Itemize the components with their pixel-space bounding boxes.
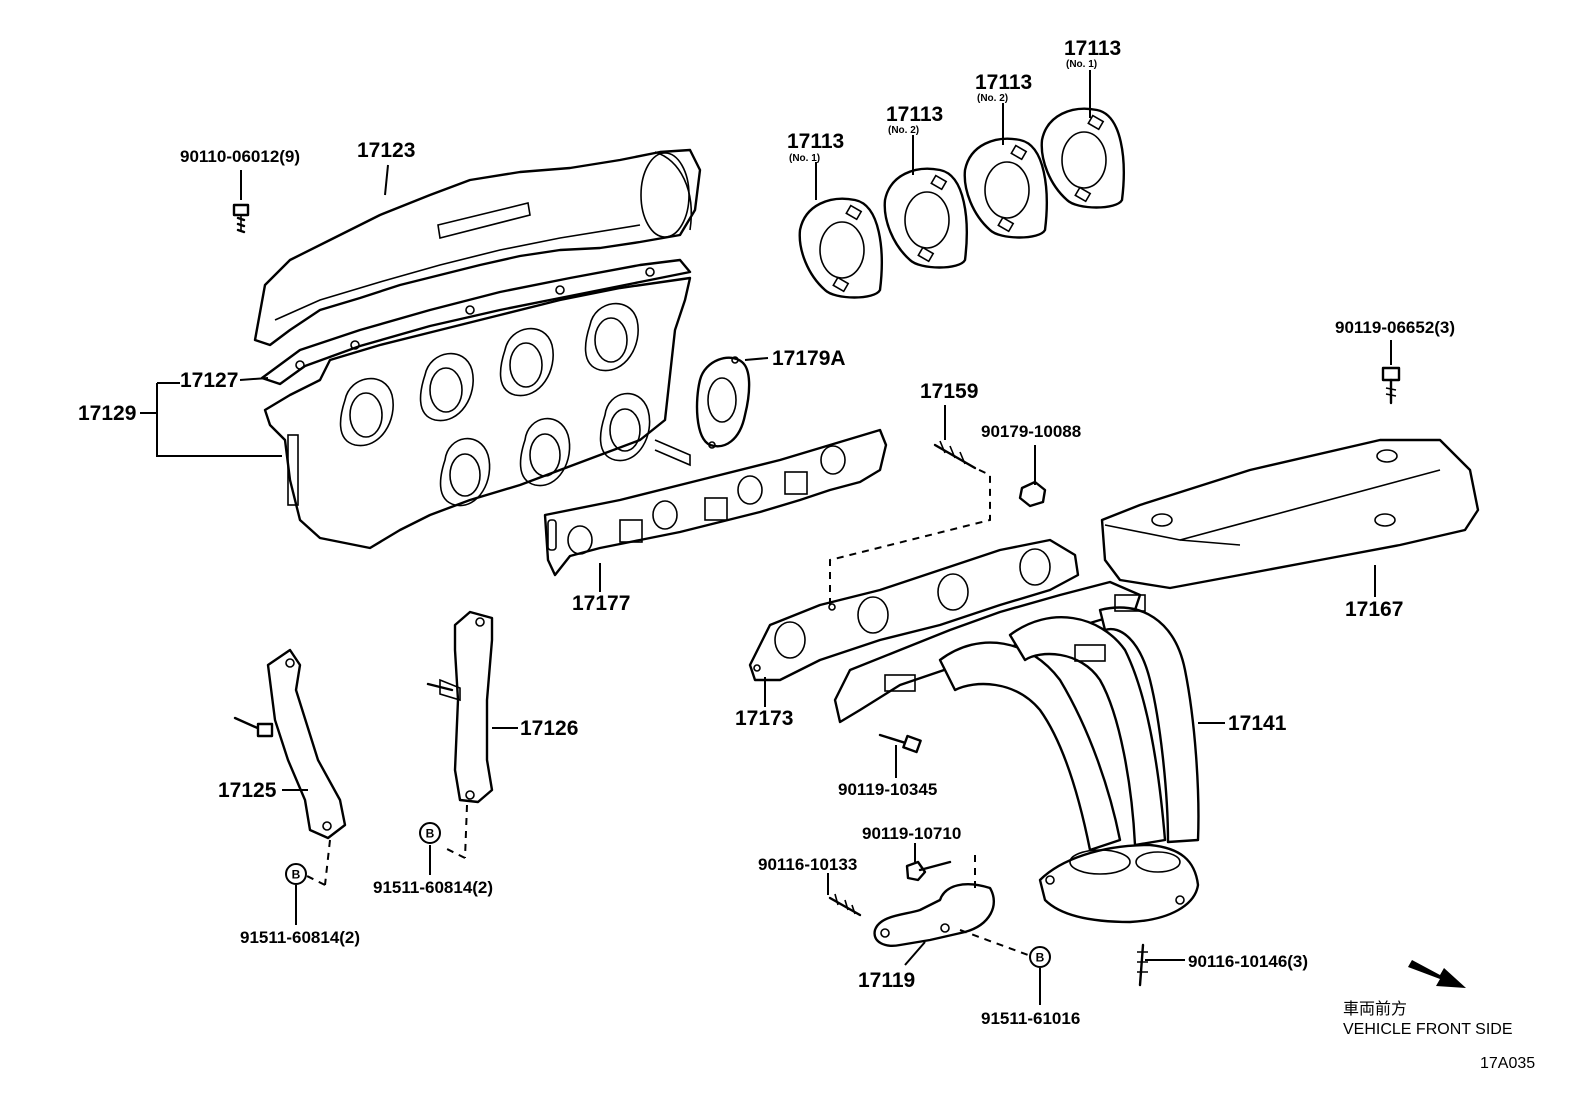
gasket-17127 <box>260 258 692 386</box>
badge-letter: B <box>292 868 301 882</box>
badge-letter: B <box>426 827 435 841</box>
bolt-90110-06012 <box>232 203 250 234</box>
label-17113-no1-rear: 17113 <box>1064 37 1121 60</box>
gasket-17177 <box>543 428 888 577</box>
insulator-17113-no2-a <box>883 167 968 269</box>
front-side-note: 車両前方 VEHICLE FRONT SIDE <box>1343 1000 1513 1038</box>
manifold-17129 <box>263 276 692 550</box>
figure-code: 17A035 <box>1480 1055 1535 1072</box>
label-17141: 17141 <box>1228 712 1287 735</box>
label-91511-61016: 91511-61016 <box>981 1009 1080 1028</box>
label-17125: 17125 <box>218 779 277 802</box>
label-17113-no1-front: 17113 <box>787 130 844 153</box>
label-17173: 17173 <box>735 707 793 730</box>
port-row-lower <box>439 392 651 507</box>
label-90110-06012: 90110-06012(9) <box>180 147 300 166</box>
label-90119-06652: 90119-06652(3) <box>1335 318 1455 337</box>
badge-b-right: B <box>1029 946 1051 968</box>
label-91511-60814-left: 91511-60814(2) <box>240 928 360 947</box>
label-17167: 17167 <box>1345 598 1403 621</box>
insulator-17167 <box>1100 438 1480 590</box>
label-17113-no2-a: 17113 <box>886 103 943 126</box>
label-91511-60814-center: 91511-60814(2) <box>373 878 493 897</box>
bolt-stay-17125 <box>233 716 274 738</box>
front-side-en: VEHICLE FRONT SIDE <box>1343 1021 1513 1038</box>
insulator-17113-no2-b <box>963 137 1048 239</box>
label-17113-no1-rear-sub: (No. 1) <box>1066 59 1097 70</box>
badge-b-left: B <box>285 863 307 885</box>
label-17129: 17129 <box>78 402 136 425</box>
insulator-17123 <box>253 148 702 347</box>
front-arrow-icon <box>1408 960 1466 988</box>
stud-17159 <box>933 440 977 470</box>
label-17123: 17123 <box>357 139 415 162</box>
label-17113-no2-a-sub: (No. 2) <box>888 125 919 136</box>
front-side-jp: 車両前方 <box>1343 1000 1407 1018</box>
nut-90179-10088 <box>1018 480 1047 508</box>
label-90116-10146: 90116-10146(3) <box>1188 952 1308 971</box>
label-17113-no2-b-sub: (No. 2) <box>977 93 1008 104</box>
gasket-17173 <box>748 538 1080 682</box>
leader-lines <box>140 70 1392 1005</box>
port-row-upper <box>339 302 639 447</box>
stay-17125 <box>266 648 347 840</box>
label-90119-10345: 90119-10345 <box>838 780 937 799</box>
stud-90116-10133 <box>828 893 862 917</box>
assembly-lines <box>306 467 1029 956</box>
insulator-17113-no1-front <box>798 197 883 299</box>
label-90179-10088: 90179-10088 <box>981 422 1081 441</box>
insulator-17113-no1-rear <box>1040 107 1125 209</box>
exhaust-manifold-17141 <box>833 580 1200 924</box>
label-17113-no2-b: 17113 <box>975 71 1032 94</box>
bolt-90119-10710 <box>905 860 952 882</box>
label-17126: 17126 <box>520 717 578 740</box>
label-17113-no1-front-sub: (No. 1) <box>789 153 820 164</box>
badge-b-center: B <box>419 822 441 844</box>
label-17127: 17127 <box>180 369 238 392</box>
label-17179A: 17179A <box>772 347 846 370</box>
label-90116-10133: 90116-10133 <box>758 855 857 874</box>
gasket-17179A <box>695 356 751 449</box>
label-17119: 17119 <box>858 969 915 992</box>
stud-90116-10146 <box>1137 943 1148 987</box>
bracket-17119 <box>873 883 995 947</box>
label-17159: 17159 <box>920 380 978 403</box>
stay-17126 <box>439 610 494 804</box>
badge-letter: B <box>1036 951 1045 965</box>
part-labels: 90110-06012(9) 17123 17113 (No. 1) 17113… <box>78 37 1455 1028</box>
label-17177: 17177 <box>572 592 630 615</box>
bolt-stay-17126 <box>426 682 454 692</box>
label-90119-10710: 90119-10710 <box>862 824 961 843</box>
bolt-90119-10345 <box>878 733 922 754</box>
bolt-90119-06652 <box>1381 366 1401 405</box>
